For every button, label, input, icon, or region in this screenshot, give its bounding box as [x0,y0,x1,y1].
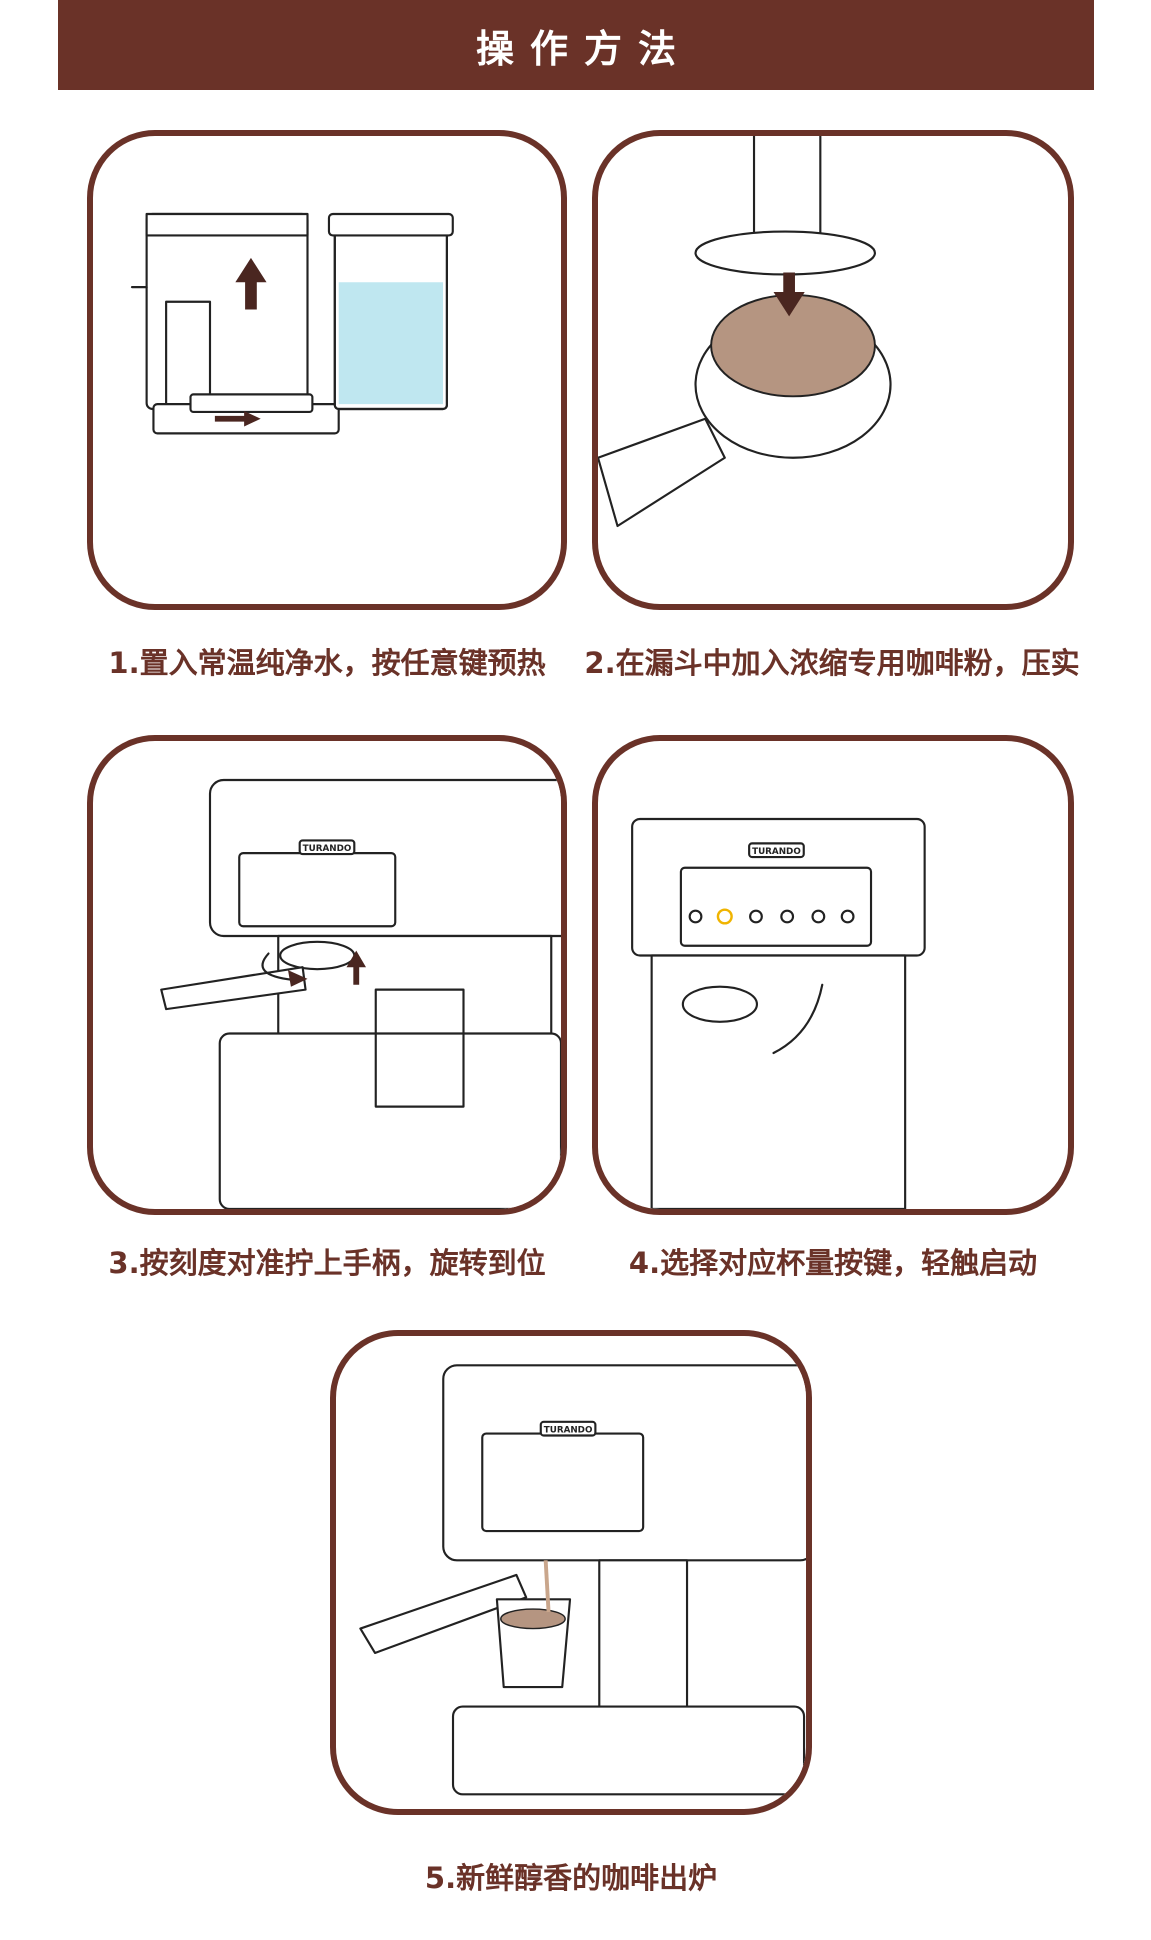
coffee-crema [500,1608,566,1630]
brewing-coffee-illustration: TURANDO [359,1364,806,1796]
step-1-caption: 1.置入常温纯净水，按任意键预热 [108,646,546,680]
step-3-caption: 3.按刻度对准拧上手柄，旋转到位 [108,1246,546,1280]
water-level [338,282,444,405]
water-tank-illustration [130,212,454,435]
step-5-caption: 5.新鲜醇香的咖啡出炉 [424,1861,718,1895]
page-title: 操作方法 [475,26,692,71]
svg-text:TURANDO: TURANDO [752,847,801,857]
brand-logo: TURANDO [303,844,352,854]
step-2-caption: 2.在漏斗中加入浓缩专用咖啡粉，压实 [584,646,1080,680]
step-2-illustration [592,130,1074,610]
step-4-illustration: TURANDO [592,735,1074,1215]
svg-text:TURANDO: TURANDO [544,1426,593,1436]
control-panel-illustration: TURANDO [631,817,926,1209]
header-banner: 操作方法 [58,0,1094,90]
lock-portafilter-illustration: TURANDO [160,778,561,1209]
step-3-illustration: TURANDO [87,735,567,1215]
step-5-illustration: TURANDO [330,1330,812,1815]
portafilter-tamper-illustration [598,136,892,528]
cup-size-keys[interactable] [688,908,855,925]
step-4-caption: 4.选择对应杯量按键，轻触启动 [628,1246,1038,1280]
step-1-illustration [87,130,567,610]
